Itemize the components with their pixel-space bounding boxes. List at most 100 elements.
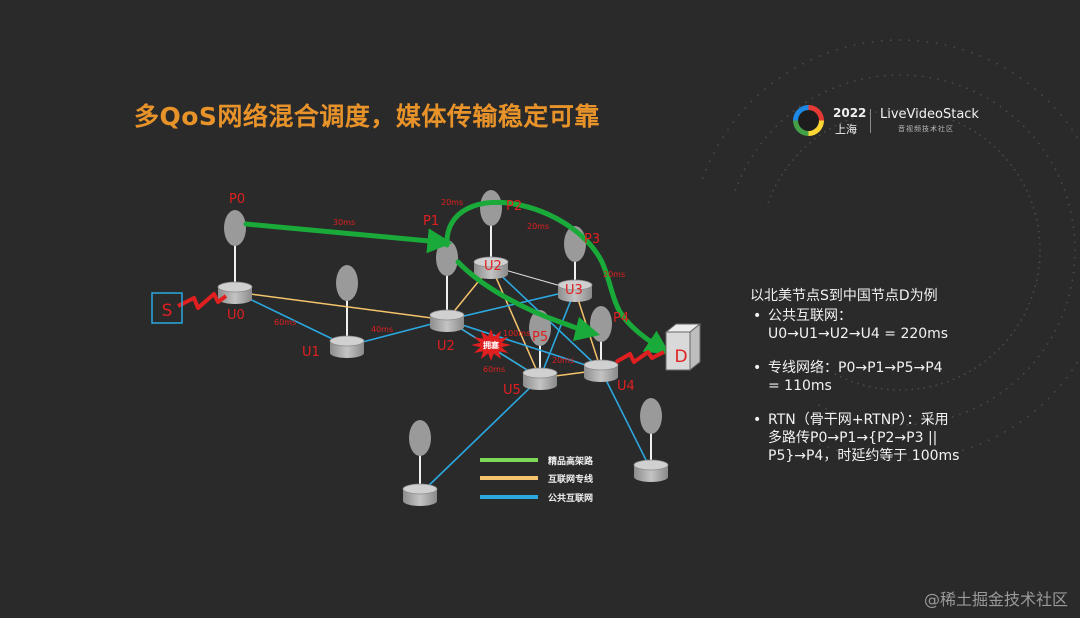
livevideostack-logo: 2022 上海 LiveVideoStack 音视频技术社区	[793, 105, 993, 137]
background-dot	[740, 175, 743, 177]
background-dot	[899, 109, 901, 111]
background-dot	[868, 385, 871, 388]
background-dot	[1034, 212, 1037, 215]
background-dot	[935, 42, 938, 45]
background-dot	[774, 184, 777, 187]
background-dot	[1026, 189, 1028, 192]
node-u5-cylinder	[522, 367, 558, 390]
node-p4-ellipse	[590, 306, 612, 342]
background-dot	[734, 189, 737, 192]
background-dot	[839, 122, 842, 124]
background-dot	[979, 443, 982, 445]
node-label-p0: P0	[229, 192, 245, 207]
legend-label-public: 公共互联网	[548, 492, 593, 504]
background-dot	[974, 131, 977, 133]
example-list: • 公共互联网： U0→U1→U2→U4 = 220ms • 专线网络：P0→P…	[750, 307, 990, 465]
legend: 精品高架路 互联网专线 公共互联网	[480, 455, 594, 504]
latency-p2-p3: 20ms	[527, 222, 549, 231]
background-dot	[809, 141, 811, 144]
background-dot	[905, 109, 907, 111]
background-dot	[722, 136, 724, 139]
background-dot	[701, 177, 704, 180]
background-dot	[834, 124, 837, 127]
latency-u2-u5: 100ms	[503, 329, 530, 338]
background-dot	[871, 40, 874, 43]
background-dot	[935, 384, 938, 387]
background-dot	[825, 407, 827, 410]
background-dot	[1072, 226, 1075, 229]
background-dot	[825, 90, 827, 93]
background-dot	[899, 459, 901, 461]
background-dot	[883, 423, 886, 426]
background-dot	[993, 101, 995, 104]
background-dot	[963, 124, 966, 127]
background-dot	[1057, 323, 1060, 325]
background-dot	[979, 55, 982, 57]
background-dot	[1041, 94, 1043, 97]
background-dot	[1037, 142, 1040, 145]
background-dot	[1071, 369, 1073, 372]
background-dot	[889, 39, 892, 42]
background-dot	[1002, 154, 1005, 157]
background-dot	[966, 87, 968, 90]
background-dot	[876, 422, 879, 425]
background-dot	[923, 111, 926, 113]
background-dot	[998, 348, 1000, 350]
background-dot	[874, 387, 877, 389]
background-dot	[880, 110, 883, 113]
background-dot	[871, 457, 874, 460]
example-item-public-internet: • 公共互联网： U0→U1→U2→U4 = 220ms	[750, 307, 990, 343]
background-dot	[1020, 319, 1023, 321]
logo-city: 上海	[835, 123, 857, 136]
background-dot	[1017, 378, 1020, 380]
background-dot	[1017, 120, 1020, 122]
background-dot	[1068, 203, 1070, 206]
background-dot	[929, 112, 932, 115]
background-dot	[1011, 72, 1014, 74]
background-dot	[914, 74, 917, 77]
background-dot	[1039, 243, 1041, 245]
background-dot	[876, 75, 879, 78]
background-dot	[1047, 100, 1050, 103]
node-u3-cylinder	[557, 279, 593, 302]
background-dot	[1037, 224, 1039, 227]
latency-p3-p4: 20ms	[603, 270, 625, 279]
background-dot	[744, 107, 747, 109]
background-dot	[921, 422, 924, 425]
background-dot	[861, 78, 863, 80]
background-dot	[947, 380, 949, 383]
background-dot	[792, 110, 795, 113]
background-dot	[818, 93, 821, 96]
background-dot	[1060, 114, 1062, 116]
node-label-u2: U2	[437, 339, 455, 354]
background-dot	[1073, 264, 1076, 267]
background-dot	[1054, 168, 1057, 171]
example-line: U0→U1→U2→U4 = 220ms	[768, 326, 949, 342]
background-dot	[1073, 256, 1076, 259]
background-dot	[891, 423, 894, 426]
node-left-cylinder	[402, 483, 438, 506]
background-dot	[1046, 155, 1049, 157]
background-dot	[818, 55, 821, 57]
background-dot	[1063, 189, 1066, 192]
latency-p0-p1: 30ms	[333, 218, 355, 227]
background-dot	[862, 384, 865, 387]
background-dot	[1004, 431, 1006, 433]
background-dot	[1019, 421, 1022, 423]
background-dot	[1022, 372, 1025, 375]
node-right-cylinder	[633, 459, 669, 482]
example-line: RTN（骨干网+RTNP）：采用	[768, 412, 949, 428]
background-dot	[1071, 279, 1074, 282]
background-dot	[1037, 267, 1040, 270]
background-dot	[999, 392, 1002, 395]
background-dot	[986, 97, 989, 100]
background-dot	[993, 396, 995, 399]
background-dot	[827, 446, 830, 449]
background-dot	[886, 388, 889, 391]
background-dot	[755, 148, 758, 151]
node-unlabeled-left-ellipse	[409, 420, 431, 456]
background-dot	[1005, 387, 1008, 390]
background-dot	[979, 404, 982, 407]
background-dot	[929, 385, 932, 388]
